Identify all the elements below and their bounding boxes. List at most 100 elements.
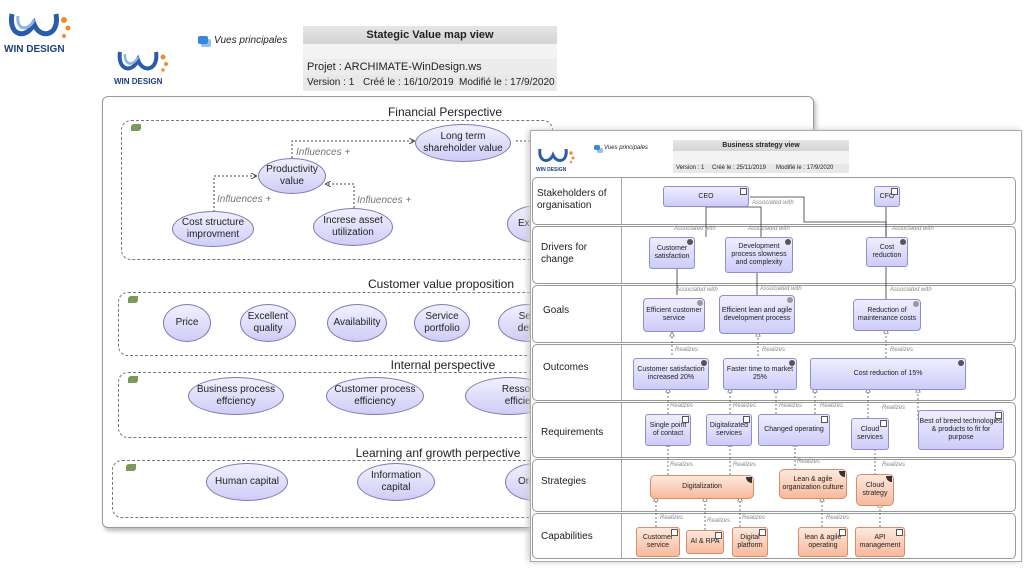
version-label: Version : 1 [307,77,355,88]
node-price[interactable]: Price [163,304,211,342]
lane-strategies: Strategies [532,459,1016,512]
windesign-logo-large: WIN DESIGN [4,6,74,60]
node-customer-satisfaction[interactable]: Customer satisfaction [649,237,695,269]
node-customer-satisfaction-increased[interactable]: Customer satisfaction increased 20% [633,358,709,390]
views-link-label: Vues principales [604,145,648,152]
node-efficient-lean-process[interactable]: Efficient lean and agile development pro… [719,295,795,334]
driver-icon [900,239,906,245]
node-cloud-strategy[interactable]: Cloud strategy [856,474,894,506]
project-name: Projet : ARCHIMATE-WinDesign.ws [307,61,482,73]
relation-realizes-label: Realizes [882,462,906,468]
requirement-icon [880,420,887,427]
relation-associated-label: Associated with [760,286,802,292]
relation-realizes-label: Realizes [707,518,731,524]
node-best-of-breed[interactable]: Best of breed technologies & products to… [918,410,1004,450]
relation-realizes-label: Realizes [733,462,757,468]
lane-label: Capabilities [541,531,593,542]
modified-date: Modifié le : 17/9/2020 [776,165,834,171]
windesign-brand-text: WIN DESIGN [536,167,567,173]
views-icon [198,36,208,45]
relation-associated-label: Associated with [892,226,934,232]
node-cloud-services[interactable]: Cloud services [851,418,889,450]
lane-label: Goals [543,305,570,316]
node-cost-reduction[interactable]: Cost reduction [866,237,908,267]
node-cost-reduction-15[interactable]: Cost reduction of 15% [810,358,966,390]
node-lean-agile-culture[interactable]: Lean & agile organization culture [779,469,847,499]
relation-influences-label: Influences + [217,194,272,205]
relation-associated-label: Associated with [890,287,932,293]
node-cap-api-management[interactable]: API management [855,527,905,557]
relation-realizes-label: Realizes [742,515,766,521]
capability-icon [839,529,846,536]
node-reduction-maintenance-costs[interactable]: Reduction of maintenance costs [853,299,921,331]
node-customer-process-efficiency[interactable]: Customer process efficiency [326,377,424,415]
section-title-financial: Financial Perspective [387,105,503,119]
node-excellent-quality[interactable]: Excellent quality [240,304,296,342]
node-cap-ai-rpa[interactable]: AI & RPA [686,530,724,554]
node-digitalized-services[interactable]: Digitalizated services [706,414,752,446]
node-cap-customer-service[interactable]: Customer service [636,527,680,557]
windesign-logo-mark [8,13,71,38]
node-faster-time-to-market[interactable]: Faster time to market 25% [723,358,797,390]
relation-realizes-label: Realizes [762,347,786,353]
node-productivity-value[interactable]: Productivity value [258,158,326,194]
relation-realizes-label: Realizes [675,347,699,353]
node-development-process[interactable]: Development process slowness and complex… [725,237,793,273]
driver-icon [687,239,693,245]
group-icon [126,464,136,471]
views-link-right[interactable]: Vues principales [594,145,648,151]
windesign-logo-mark [117,51,168,72]
node-increase-asset-utilization[interactable]: Increse asset utilization [313,208,393,246]
node-service-portfolio[interactable]: Service portfolio [414,304,470,342]
relation-associated-label: Associated with [748,226,790,232]
node-cfo[interactable]: CFO [874,186,900,207]
node-single-point-of-contact[interactable]: Single point of contact [645,414,691,446]
views-link-label: Vues principales [214,35,288,46]
strategy-icon [886,476,892,482]
relation-influences-label: Influences + [296,147,351,158]
relation-realizes-label: Realizes [779,403,803,409]
section-title-customer: Customer value proposition [367,277,515,291]
views-icon [594,145,600,150]
created-date: Créé le : 16/10/2019 [363,77,454,88]
view-title: Business strategy view [673,140,849,151]
node-human-capital[interactable]: Human capital [206,463,288,501]
node-cap-lean-agile-operating[interactable]: lean & agile operating [798,527,848,557]
node-information-capital[interactable]: Information capital [357,463,435,501]
node-changed-operating[interactable]: Changed operating [758,414,830,446]
relation-realizes-label: Realizes [670,403,694,409]
outcome-icon [701,360,707,366]
outcome-icon [958,360,964,366]
node-business-process-efficiency[interactable]: Business process effciency [188,377,284,415]
capability-icon [759,529,766,536]
group-icon [131,124,141,131]
goal-icon [913,301,919,307]
node-cost-structure-improvment[interactable]: Cost structure improvment [172,211,254,247]
node-efficient-customer-service[interactable]: Efficient customer service [643,298,705,332]
left-view-header: Stategic Value map view Projet : ARCHIMA… [303,26,557,91]
relation-realizes-label: Realizes [882,405,906,411]
windesign-logo-left-header: WIN DESIGN [114,46,170,90]
node-availability[interactable]: Availability [327,304,387,342]
relation-realizes-label: Realizes [733,403,757,409]
relation-realizes-label: Realizes [820,403,844,409]
stakeholder-icon [740,188,747,195]
node-ceo[interactable]: CEO [663,186,749,207]
relation-influences-label: Influences + [357,195,412,206]
lane-stakeholders: Stakeholders of organisation [532,177,1016,225]
goal-icon [787,297,793,303]
views-link-left[interactable]: Vues principales [198,35,287,46]
relation-associated-label: Associated with [676,287,718,293]
relation-realizes-label: Realizes [890,347,914,353]
version-label: Version : 1 [676,165,705,171]
node-digitalization[interactable]: Digitalization [650,475,754,499]
node-cap-digital-platform[interactable]: Digital platform [732,527,768,557]
group-icon [128,376,138,383]
created-date: Créé le : 25/11/2019 [712,165,766,171]
right-view-header: Business strategy view Version : 1 Créé … [673,140,849,173]
node-long-term-shareholder-value[interactable]: Long term shareholder value [415,124,511,162]
relation-realizes-label: Realizes [826,515,850,521]
stakeholder-icon [891,188,898,195]
driver-icon [785,239,791,245]
